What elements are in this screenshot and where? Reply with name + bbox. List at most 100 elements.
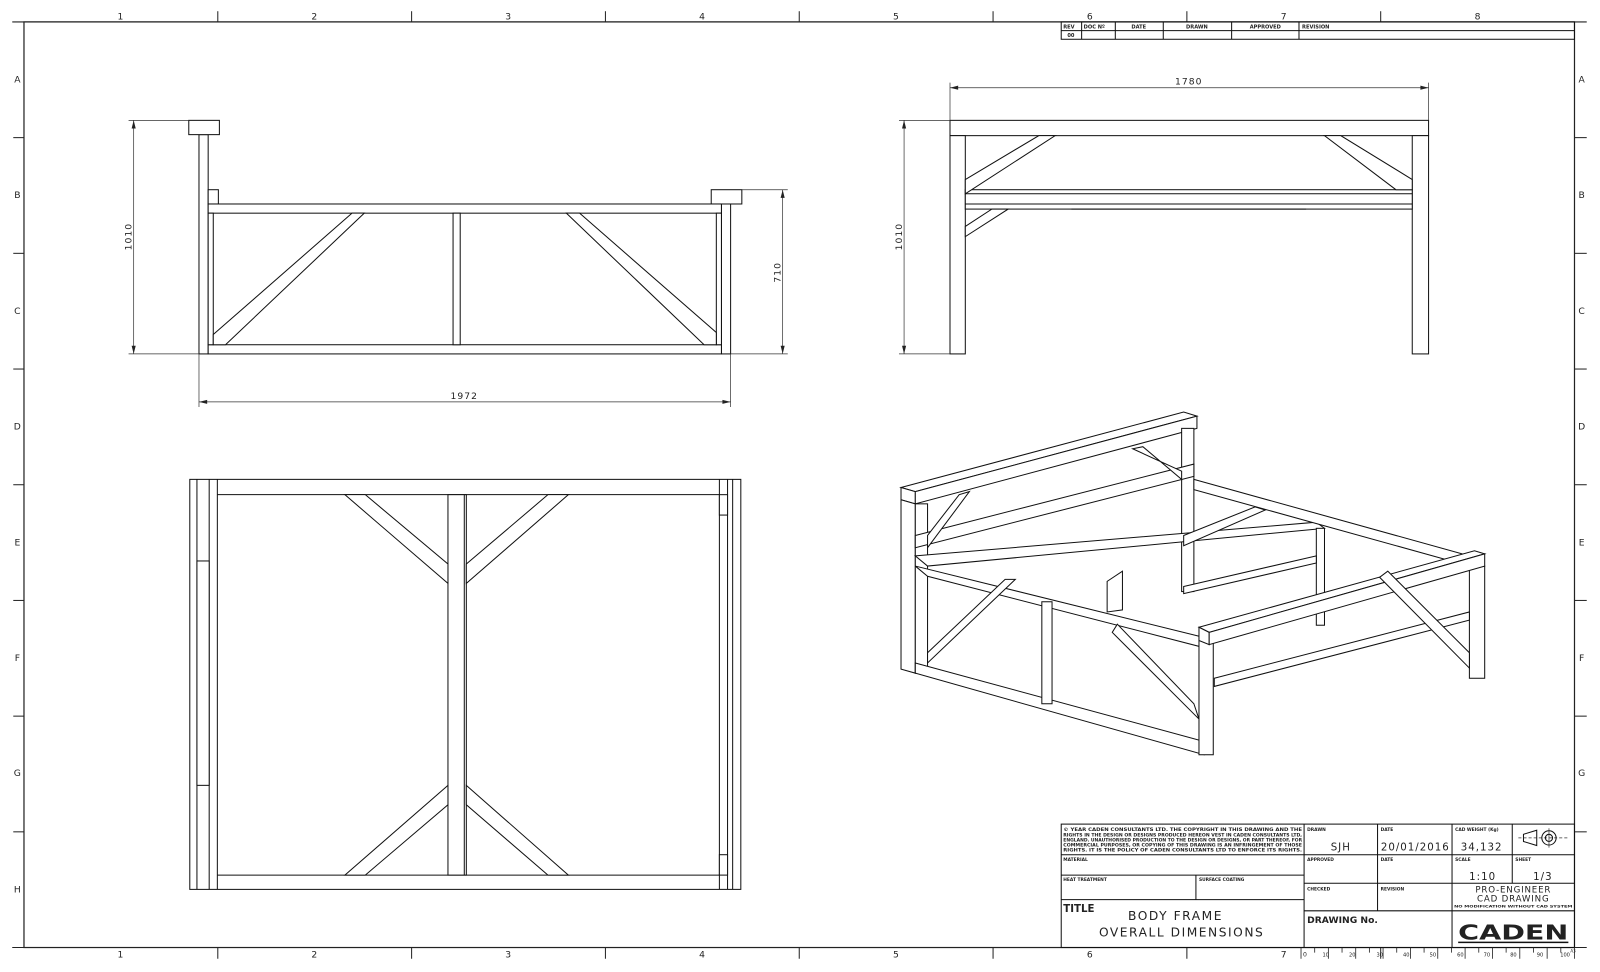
row-label-left: D [14,421,21,432]
row-label-left: G [14,768,21,779]
isometric-view [899,411,1487,756]
row-label-left: H [14,884,21,895]
dimension-label: 1780 [1175,77,1202,88]
third-angle-projection-icon [1518,828,1568,848]
col-label-bottom: 4 [699,950,705,961]
drawing-subtitle: OVERALL DIMENSIONS [1099,925,1264,939]
approved-label: APPROVED [1307,857,1334,863]
scale-mark: 30 [1377,953,1383,959]
scale-mark: 10 [1322,953,1328,959]
col-label-bottom: 1 [117,950,123,961]
drawn-label: DRAWN [1307,827,1326,833]
row-label-left: E [14,538,20,549]
row-label-left: F [15,653,20,664]
scale-mark: 70 [1484,953,1490,959]
col-label-top: 6 [1087,11,1093,22]
copyright-notice: RIGHTS. IT IS THE POLICY OF CADEN CONSUL… [1063,848,1302,854]
cad-system-line2: CAD DRAWING [1477,895,1549,905]
material-label: MATERIAL [1063,857,1088,863]
dimension-height-1010-side: 1010 [894,119,950,355]
scale-mark: 50 [1430,953,1436,959]
checked-label: CHECKED [1307,886,1330,892]
scale-bar: 0 10 20 30 40 50 60 70 80 90 100 A3 [1300,947,1576,959]
row-label-right: C [1578,306,1584,317]
row-label-right: D [1578,421,1585,432]
col-label-top: 4 [699,11,705,22]
drawing-title: BODY FRAME [1128,909,1223,923]
scale-label: SCALE [1455,857,1471,863]
front-view: 1010 710 1972 [124,119,788,407]
date-label: DATE [1381,827,1394,833]
row-label-right: A [1578,75,1585,86]
scale-mark: 60 [1457,953,1463,959]
cad-system-note: NO MODIFICATION WITHOUT CAD SYSTEM [1454,905,1573,909]
row-label-right: F [1579,653,1584,664]
scale-mark: 100 [1560,953,1570,959]
heat-treatment-label: HEAT TREATMENT [1063,877,1107,883]
dimension-label: 1972 [451,391,478,402]
date-header: DATE [1131,25,1146,31]
doc-no-header: DOC Nº [1084,25,1105,31]
revision-header: REVISION [1302,25,1329,31]
col-label-bottom: 3 [505,950,511,961]
copyright-notice: RIGHTS IN THE DESIGN OR DESIGNS PRODUCED… [1063,832,1302,838]
column-labels: 1 2 3 4 5 6 7 8 1 2 3 4 5 6 7 [117,11,1480,960]
drawn-header: DRAWN [1186,25,1208,31]
surface-coating-label: SURFACE COATING [1199,877,1245,883]
row-label-left: C [14,306,20,317]
dimension-height-710: 710 [730,189,788,355]
revision-table: REV DOC Nº DATE DRAWN APPROVED REVISION … [1060,21,1575,40]
cad-weight-label: CAD WEIGHT (Kg) [1455,827,1498,833]
copyright-notice: ENGLAND. UNAUTHORISED PRODUCTION TO THE … [1063,837,1302,843]
col-label-bottom: 2 [311,950,317,961]
dimension-label: 710 [773,262,784,283]
sheet-size-label: A3 [1570,949,1576,954]
col-label-top: 5 [893,11,899,22]
scale-mark: 80 [1510,953,1516,959]
col-label-top: 3 [505,11,511,22]
sheet-label: SHEET [1515,857,1531,863]
title-block: © YEAR CADEN CONSULTANTS LTD. THE COPYRI… [1060,823,1575,949]
approved-date-label: DATE [1381,857,1394,863]
drawing-number-label: DRAWING No. [1307,915,1378,926]
row-label-right: E [1579,538,1585,549]
col-label-bottom: 7 [1281,950,1287,961]
rev-value: 00 [1067,33,1075,39]
scale-mark: 20 [1349,953,1355,959]
revision-label: REVISION [1381,886,1405,892]
copyright-notice: COMMERCIAL PURPOSES, OR COPYING OF THIS … [1063,843,1302,849]
dimension-label: 1010 [894,223,905,250]
cad-weight-value: 34,132 [1461,843,1503,854]
sheet-value: 1/3 [1533,872,1552,883]
col-label-top: 7 [1281,11,1287,22]
col-label-bottom: 6 [1087,950,1093,961]
dimension-width-1780: 1780 [949,77,1429,121]
dimension-height-1010: 1010 [124,119,199,355]
title-label: TITLE [1063,904,1094,915]
scale-mark: 0 [1303,952,1307,959]
date-value: 20/01/2016 [1381,843,1450,854]
row-label-right: G [1578,768,1585,779]
side-view: 1780 1010 [894,77,1430,355]
col-label-top: 2 [311,11,317,22]
plan-view [189,478,742,890]
row-label-left: A [14,75,21,86]
row-label-right: B [1578,190,1584,201]
cad-system-line1: PRO-ENGINEER [1475,885,1551,895]
approved-header: APPROVED [1250,25,1281,31]
rev-header: REV [1063,25,1074,31]
row-labels: A B C D E F G H A B C D E F G [14,75,1586,896]
dimension-width-1972: 1972 [198,353,731,407]
col-label-top: 8 [1475,11,1481,22]
scale-mark: 90 [1537,953,1543,959]
row-label-left: B [14,190,20,201]
col-label-bottom: 5 [893,950,899,961]
dimension-label: 1010 [124,223,135,250]
col-label-top: 1 [117,11,123,22]
caden-logo: CADEN [1458,920,1568,944]
scale-value: 1:10 [1469,872,1496,883]
copyright-notice: © YEAR CADEN CONSULTANTS LTD. THE COPYRI… [1063,827,1302,833]
drawn-value: SJH [1331,843,1351,854]
scale-mark: 40 [1403,953,1409,959]
